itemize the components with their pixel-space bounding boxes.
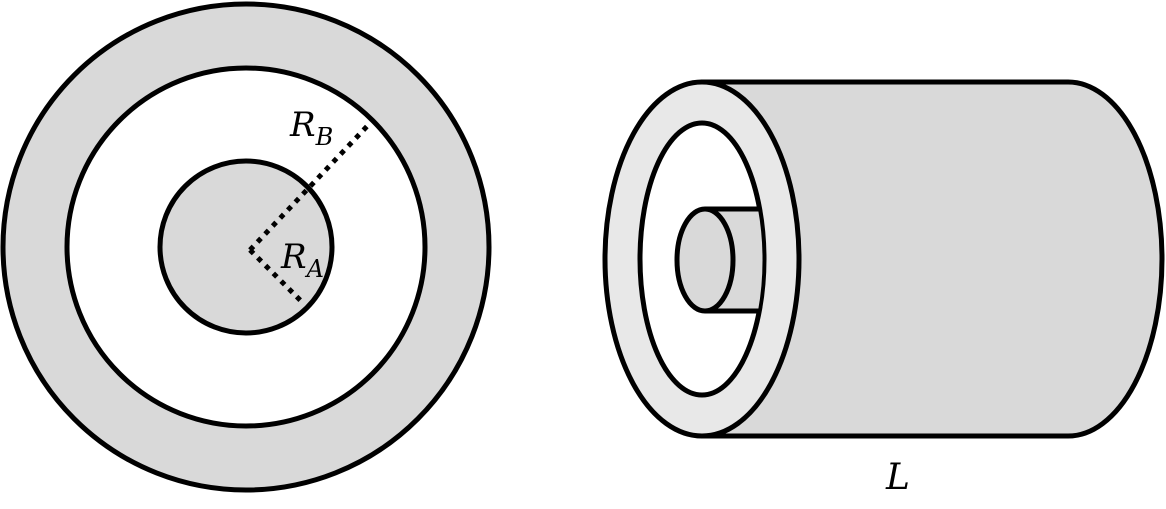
radius-b-dotted-line	[248, 119, 374, 252]
radius-a-dotted-line	[248, 248, 306, 306]
length-label: L	[885, 457, 910, 498]
cylinder-3d-view: L	[602, 79, 1165, 498]
cylinder-body	[699, 79, 1165, 439]
radius-b-label: RB	[289, 105, 333, 151]
radius-a-label: RA	[280, 237, 324, 283]
inner-conductor-front-ellipse	[674, 206, 736, 314]
cross-section-view: RB RA	[0, 1, 492, 493]
